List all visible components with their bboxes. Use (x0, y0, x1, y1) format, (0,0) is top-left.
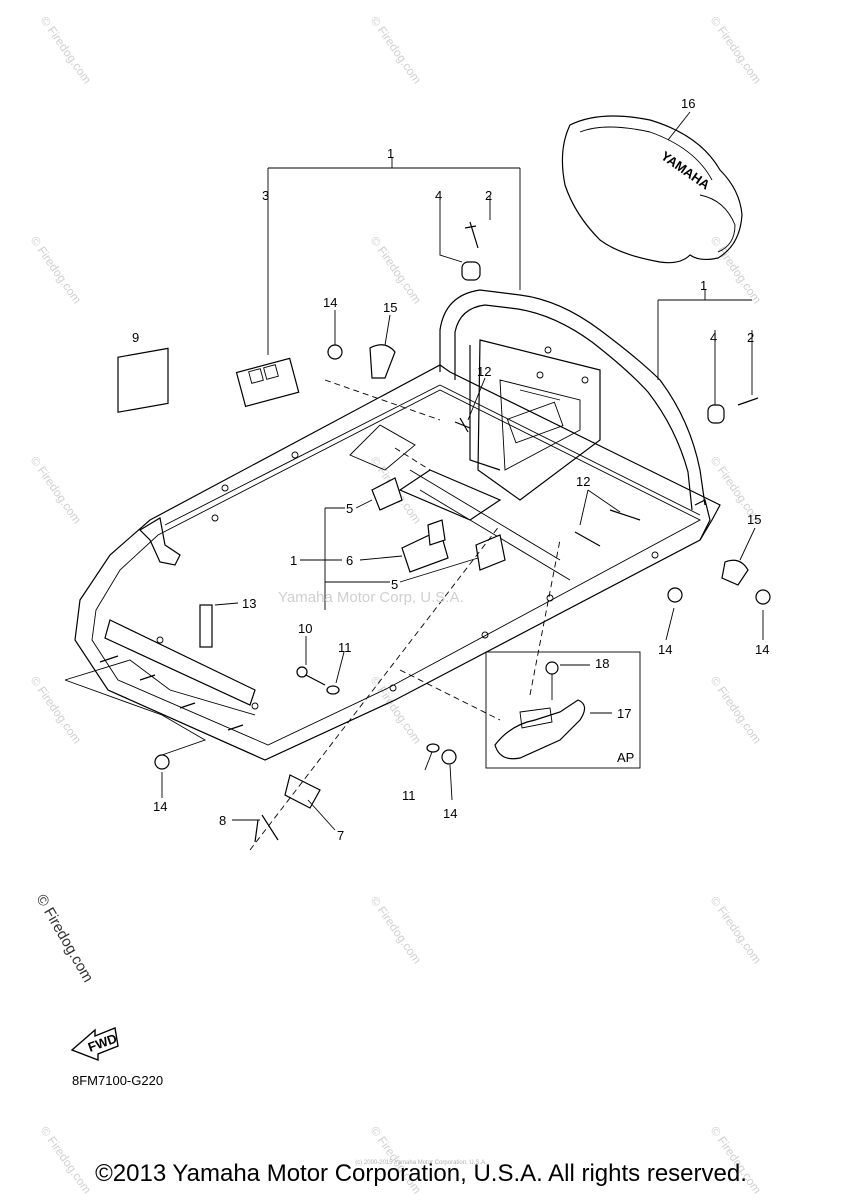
watermark-text: © Firedog.com (708, 674, 765, 747)
callout-12: 12 (576, 474, 590, 489)
nut (667, 587, 683, 603)
watermark-text: © Firedog.com (38, 14, 95, 87)
watermark-text: © Firedog.com (368, 674, 425, 747)
callout-18: 18 (595, 656, 609, 671)
watermark-text: © Firedog.com (28, 234, 85, 307)
hook-bracket-right (721, 559, 749, 586)
callouts: 1 3 4 2 16 9 14 15 12 1 4 2 12 15 5 1 6 … (132, 96, 769, 843)
bolt (574, 531, 601, 547)
clamp (371, 477, 403, 511)
center-watermark: Yamaha Motor Corp, U.S.A. (278, 589, 464, 606)
callout-14: 14 (658, 642, 672, 657)
nut (441, 749, 457, 765)
callout-5: 5 (346, 501, 353, 516)
callout-13: 13 (242, 596, 256, 611)
screw (261, 814, 279, 841)
callout-1: 1 (290, 553, 297, 568)
hardware (99, 221, 771, 843)
switch-panel (235, 357, 300, 408)
rear-hoop (439, 289, 706, 511)
watermark-text: © Firedog.com (368, 894, 425, 967)
seat-brand: YAMAHA (658, 148, 713, 193)
watermark-text: © Firedog.com (368, 14, 425, 87)
callout-3: 3 (262, 188, 269, 203)
watermark-text: © Firedog.com (708, 14, 765, 87)
ap-label: AP (617, 750, 634, 765)
callout-14: 14 (153, 799, 167, 814)
callout-4: 4 (435, 188, 442, 203)
callout-1: 1 (700, 278, 707, 293)
callout-5: 5 (391, 577, 398, 592)
callout-2: 2 (747, 330, 754, 345)
callout-7: 7 (337, 828, 344, 843)
callout-8: 8 (219, 813, 226, 828)
watermark-text: © Firedog.com (368, 234, 425, 307)
callout-14: 14 (323, 295, 337, 310)
stud (139, 674, 156, 681)
nut (154, 754, 170, 770)
bolt (454, 417, 471, 433)
fwd-arrow-icon: FWD (70, 1027, 119, 1062)
bolt (609, 509, 641, 521)
callout-4: 4 (710, 330, 717, 345)
rubber-bushing-right (707, 404, 725, 424)
firedog-logo-text: © Firedog.com (33, 892, 97, 986)
callout-11: 11 (338, 640, 352, 655)
watermark-text: © Firedog.com (28, 454, 85, 527)
ap-inset: AP (485, 651, 641, 769)
strap (199, 604, 213, 648)
callout-15: 15 (747, 512, 761, 527)
label-sticker (117, 347, 169, 413)
watermark-text: © Firedog.com (708, 234, 765, 307)
nut (755, 589, 771, 605)
frame-body (74, 364, 721, 761)
watermark-text: © Firedog.com (28, 674, 85, 747)
callout-15: 15 (383, 300, 397, 315)
stud (179, 702, 196, 709)
clamp (475, 534, 506, 571)
cap (284, 774, 321, 809)
stud (227, 724, 244, 731)
callout-2: 2 (485, 188, 492, 203)
leader-lines (64, 111, 764, 851)
diagram-code: 8FM7100-G220 (72, 1073, 163, 1088)
callout-11: 11 (402, 788, 416, 803)
skid-plate (494, 699, 586, 760)
nut (327, 344, 343, 360)
rubber-bushing (461, 261, 481, 281)
callout-16: 16 (681, 96, 695, 111)
tiny-notice: (c) 2000-2015 Yamaha Motor Corporation, … (355, 1160, 487, 1166)
watermark-text: © Firedog.com (708, 894, 765, 967)
callout-12: 12 (477, 364, 491, 379)
callout-9: 9 (132, 330, 139, 345)
copyright-notice: ©2013 Yamaha Motor Corporation, U.S.A. A… (95, 1160, 747, 1187)
callout-1: 1 (387, 146, 394, 161)
stud (99, 655, 119, 663)
rivet (464, 221, 479, 249)
clamp (427, 519, 446, 546)
washer (326, 685, 340, 695)
callout-14: 14 (443, 806, 457, 821)
callout-10: 10 (298, 621, 312, 636)
hook-bracket (369, 344, 396, 379)
callout-17: 17 (617, 706, 631, 721)
plug (545, 661, 559, 675)
callout-14: 14 (755, 642, 769, 657)
washer (426, 743, 440, 753)
rivet-right (737, 397, 759, 406)
callout-6: 6 (346, 553, 353, 568)
